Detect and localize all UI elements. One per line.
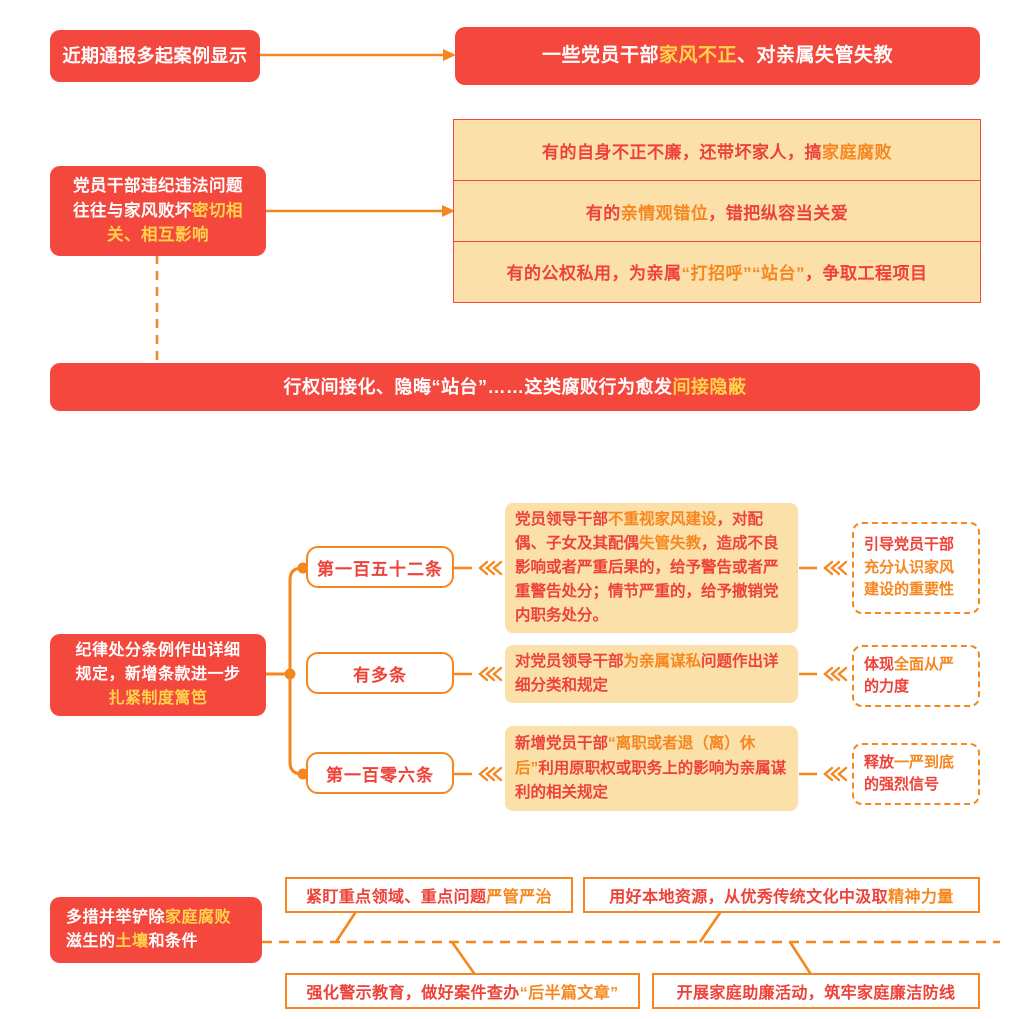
banner2-pre: 行权间接化、隐晦“站台”……这类腐败行为愈发: [283, 376, 673, 397]
s2-row2-post: ，错把纵容当关爱: [708, 203, 849, 223]
measure-box-4: 开展家庭助廉活动，筑牢家庭廉洁防线: [652, 973, 980, 1009]
banner1-post: 、对亲属失管失教: [737, 44, 894, 66]
m1-hl: 严管严治: [486, 889, 552, 906]
s2-row2-pre: 有的: [585, 203, 621, 223]
m3-hl: “后半篇文章”: [519, 985, 619, 1002]
source-label-text: 近期通报多起案例显示: [62, 45, 248, 66]
b2-seg1: 对党员领导干部: [515, 652, 624, 670]
branch-pill-3[interactable]: 第一百零六条: [306, 752, 454, 794]
b2-seg2: 问题作出详细分类和规定: [515, 652, 779, 694]
banner1-highlight: 家风不正: [658, 44, 737, 66]
branch-note-2: 体现全面从严 的力度: [852, 645, 980, 707]
measure-box-3: 强化警示教育，做好案件查办“后半篇文章”: [285, 973, 640, 1009]
m2-pre: 用好本地资源，从优秀传统文化中汲取: [609, 889, 889, 906]
section2-table: 有的自身不正不廉，还带坏家人，搞家庭腐败 有的亲情观错位，错把纵容当关爱 有的公…: [453, 119, 981, 303]
b2-hl1: 为亲属谋私: [623, 652, 702, 670]
b2-note-line2: 的力度: [864, 678, 910, 695]
section2-banner: 行权间接化、隐晦“站台”……这类腐败行为愈发间接隐蔽: [50, 363, 980, 411]
b3-note-line1: 释放: [864, 753, 895, 771]
b1-seg1: 党员领导干部: [515, 510, 609, 528]
s2-row3-pre: 有的公权私用，为亲属: [506, 264, 682, 283]
s3-left-line3-hl: 扎紧制度篱笆: [108, 690, 208, 707]
m3-pre: 强化警示教育，做好案件查办: [306, 985, 520, 1002]
branch-note-1: 引导党员干部 充分认识家风 建设的重要性: [852, 522, 980, 614]
branch-pill-1[interactable]: 第一百五十二条: [306, 546, 454, 588]
b1-hl2: 失管失教: [639, 534, 702, 552]
branch-pill-2-label: 有多条: [353, 665, 407, 685]
measure-box-2: 用好本地资源，从优秀传统文化中汲取精神力量: [583, 877, 980, 913]
section1-banner: 一些党员干部家风不正、对亲属失管失教: [455, 27, 980, 85]
b2-note-line1-hl: 全面从严: [894, 655, 955, 673]
banner1-pre: 一些党员干部: [541, 44, 659, 66]
b3-note-line1-hl: 一严到底: [894, 753, 955, 771]
b2-note-line1: 体现: [864, 655, 895, 673]
table-row: 有的公权私用，为亲属“打招呼”“站台”，争取工程项目: [454, 242, 980, 301]
branch-pill-2[interactable]: 有多条: [306, 652, 454, 694]
section4-left-box: 多措并举铲除家庭腐败 滋生的土壤和条件: [50, 897, 262, 963]
table-row: 有的自身不正不廉，还带坏家人，搞家庭腐败: [454, 120, 980, 181]
b1-note-line1: 引导党员干部: [864, 536, 955, 554]
s4-left-line2-post: 和条件: [148, 933, 199, 950]
section2-left-box: 党员干部违纪违法问题 往往与家风败坏密切相 关、相互影响: [50, 166, 266, 256]
b3-seg1: 新增党员干部: [515, 735, 609, 753]
source-label-box: 近期通报多起案例显示: [50, 30, 260, 82]
s4-left-line2-pre: 滋生的: [66, 933, 116, 950]
b1-hl1: 不重视家风建设: [608, 510, 717, 528]
s3-left-line2: 规定，新增条款进一步: [75, 666, 241, 683]
b1-note-line3: 建设的重要性: [864, 581, 955, 599]
banner2-highlight: 间接隐蔽: [672, 376, 747, 397]
m1-pre: 紧盯重点领域、重点问题: [305, 889, 487, 906]
branch-content-3: 新增党员干部“离职或者退（离）休后”利用原职权或职务上的影响为亲属谋利的相关规定: [505, 726, 798, 811]
s2-row2-hl: 亲情观错位: [620, 203, 709, 223]
table-row: 有的亲情观错位，错把纵容当关爱: [454, 181, 980, 242]
branch-pill-3-label: 第一百零六条: [326, 765, 434, 785]
m2-hl: 精神力量: [888, 889, 954, 906]
branch-content-2: 对党员领导干部为亲属谋私问题作出详细分类和规定: [505, 645, 798, 703]
s2-left-line2: 往往与家风败坏: [73, 201, 192, 220]
b3-seg2: 利用原职权或职务上的影响为亲属谋利的相关规定: [515, 759, 787, 801]
s4-left-line2-hl: 土壤: [115, 933, 149, 950]
s4-left-line1-hl: 家庭腐败: [165, 909, 232, 926]
branch-note-3: 释放一严到底 的强烈信号: [852, 743, 980, 805]
b1-note-line2: 充分认识家风: [864, 558, 955, 576]
s2-left-line1: 党员干部违纪违法问题: [73, 176, 243, 195]
branch-content-1: 党员领导干部不重视家风建设，对配偶、子女及其配偶失管失教，造成不良影响或者严重后…: [505, 503, 798, 633]
s2-row1-pre: 有的自身不正不廉，还带坏家人，搞: [542, 142, 822, 162]
measure-box-1: 紧盯重点领域、重点问题严管严治: [285, 877, 573, 913]
b1-seg2: ，对配偶、子女及其配偶: [515, 510, 764, 552]
s2-left-line3-hl: 关、相互影响: [107, 226, 209, 245]
b3-hl1: “离职或者退（离）休后”: [515, 735, 756, 777]
branch-pill-1-label: 第一百五十二条: [317, 559, 443, 579]
s3-left-line1: 纪律处分条例作出详细: [75, 642, 241, 659]
b1-seg3: ，造成不良影响或者严重后果的，给予警告或者严重警告处分；情节严重的，给予撤销党内…: [515, 534, 779, 625]
s2-left-line2-hl: 密切相: [192, 201, 243, 220]
s2-row1-hl: 家庭腐败: [822, 142, 892, 162]
m4-pre: 开展家庭助廉活动，筑牢家庭廉洁防线: [676, 985, 956, 1002]
b3-note-line2: 的强烈信号: [864, 776, 940, 793]
section3-left-box: 纪律处分条例作出详细 规定，新增条款进一步 扎紧制度篱笆: [50, 634, 266, 716]
s2-row3-post: ，争取工程项目: [805, 264, 928, 283]
s4-left-line1-pre: 多措并举铲除: [66, 909, 166, 926]
s2-row3-hl: “打招呼”“站台”: [681, 264, 805, 283]
